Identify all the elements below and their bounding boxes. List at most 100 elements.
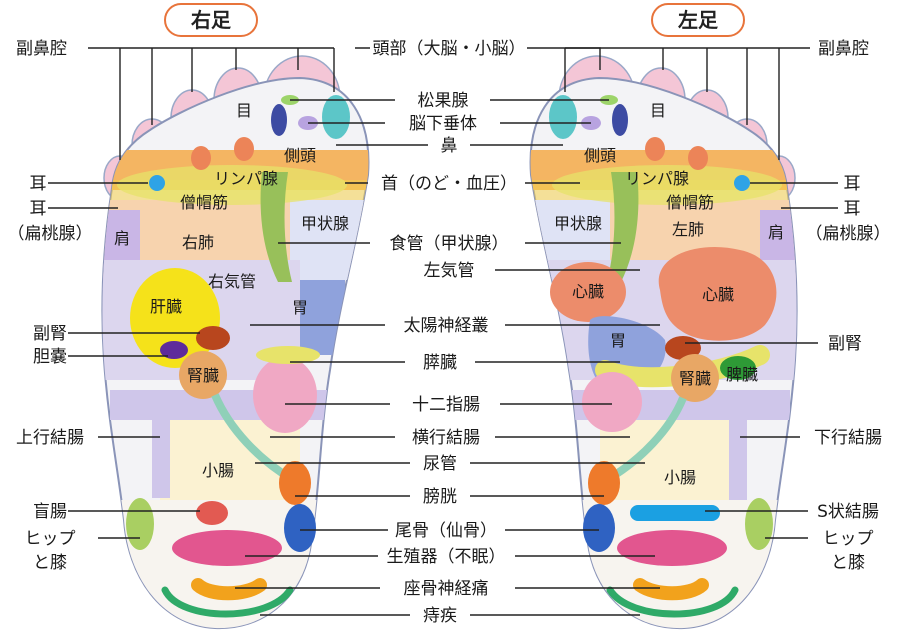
- right-lymph-band: [117, 165, 347, 205]
- label-l-small-intestine: 小腸: [664, 468, 696, 487]
- left-heart-small: [550, 262, 626, 322]
- label-coccyx: 尾骨（仙骨）: [395, 521, 497, 541]
- right-gallbladder: [160, 341, 188, 359]
- label-l-lymph: リンパ腺: [625, 169, 689, 188]
- left-descending-colon: [729, 400, 747, 500]
- label-l-ear2: 耳: [844, 199, 861, 219]
- label-l-heart-small: 心臓: [572, 282, 604, 301]
- right-coccyx: [284, 504, 316, 552]
- left-coccyx: [583, 504, 615, 552]
- label-r-lung: 右肺: [182, 233, 214, 252]
- label-ureter: 尿管: [423, 454, 457, 474]
- right-sinus-teal: [322, 95, 350, 139]
- label-r-adrenal: 副腎: [33, 324, 67, 344]
- label-r-temple: 側頭: [284, 146, 316, 165]
- label-solar-plexus: 太陽神経叢: [404, 316, 489, 336]
- left-eye-dot-1: [688, 146, 708, 170]
- right-temple-blue: [271, 104, 287, 136]
- label-l-temple: 側頭: [584, 146, 616, 165]
- label-neck: 首（のど・血圧）: [381, 174, 517, 194]
- label-l-stomach: 胃: [610, 331, 626, 350]
- label-r-small-intestine: 小腸: [202, 461, 234, 480]
- label-l-shoulder: 肩: [768, 223, 784, 242]
- right-cecum: [196, 501, 228, 525]
- left-sinus-teal: [549, 95, 577, 139]
- label-r-lymph: リンパ腺: [214, 169, 278, 188]
- left-temple-blue: [612, 104, 628, 136]
- label-l-spleen: 脾臓: [726, 365, 758, 384]
- label-l-ear: 耳: [844, 174, 861, 194]
- right-pancreas: [256, 346, 320, 364]
- left-genitals: [617, 530, 727, 566]
- label-l-sinus: 副鼻腔: [818, 39, 869, 59]
- label-r-tonsil: （扁桃腺）: [8, 224, 93, 244]
- label-l-lung: 左肺: [672, 220, 704, 239]
- label-l-descending-colon: 下行結腸: [814, 428, 882, 448]
- label-esophagus: 食管（甲状腺）: [390, 234, 509, 254]
- right-foot-title: 右足: [191, 8, 232, 32]
- label-r-hip1: ヒップ: [25, 529, 76, 549]
- left-outer-labels: 副鼻腔 耳 耳 （扁桃腺） 副腎 下行結腸 S状結腸 ヒップ と膝: [806, 39, 891, 573]
- label-l-eye: 目: [650, 101, 666, 120]
- left-ear-dot: [734, 175, 750, 191]
- left-inner-labels: 目 側頭 リンパ腺 僧帽筋 肩 左肺 甲状腺 心臓 心臓 胃 腎臓 脾臓 小腸: [554, 101, 784, 487]
- right-hemorrhoids: [161, 586, 294, 618]
- left-duodenum: [582, 372, 642, 432]
- left-hemorrhoids: [606, 586, 739, 618]
- right-outer-labels: 副鼻腔 耳 耳 （扁桃腺） 副腎 胆嚢 上行結腸 盲腸 ヒップ と膝: [8, 39, 93, 573]
- label-pancreas: 膵臓: [423, 353, 457, 373]
- left-ureter: [607, 396, 687, 482]
- label-transverse-colon: 横行結腸: [412, 428, 480, 448]
- right-ureter: [211, 393, 293, 482]
- label-r-thyroid: 甲状腺: [301, 214, 349, 233]
- label-genitals: 生殖器（不眠）: [387, 547, 506, 567]
- label-pineal: 松果腺: [418, 91, 469, 111]
- left-eye-dot-2: [645, 137, 665, 161]
- right-adrenal: [196, 326, 230, 350]
- right-ear-dot: [149, 175, 165, 191]
- right-inner-labels: 目 側頭 リンパ腺 僧帽筋 肩 右肺 甲状腺 右気管 肝臓 胃 腎臓 小腸: [114, 101, 349, 480]
- right-hip: [126, 498, 154, 550]
- right-kidney: [179, 351, 227, 399]
- label-l-hip1: ヒップ: [823, 529, 874, 549]
- label-r-bronchus: 右気管: [208, 272, 256, 291]
- label-l-kidney: 腎臓: [679, 369, 711, 388]
- label-r-kidney: 腎臓: [187, 366, 219, 385]
- left-foot-title-box: [651, 3, 745, 37]
- right-duodenum: [253, 357, 317, 433]
- label-nose: 鼻: [441, 136, 458, 156]
- label-r-trapezius: 僧帽筋: [180, 193, 228, 212]
- label-sciatic: 座骨神経痛: [404, 579, 489, 599]
- label-l-hip2: と膝: [831, 553, 865, 573]
- left-lymph-band: [552, 165, 782, 205]
- center-labels: 頭部（大脳・小脳） 松果腺 脳下垂体 鼻 首（のど・血圧） 食管（甲状腺） 左気…: [373, 39, 526, 626]
- right-thyroid: [260, 172, 292, 282]
- label-r-ascending-colon: 上行結腸: [16, 428, 84, 448]
- label-l-thyroid: 甲状腺: [554, 214, 602, 233]
- label-bladder: 膀胱: [423, 487, 457, 507]
- left-heart: [658, 246, 777, 341]
- label-r-ear2: 耳: [30, 199, 47, 219]
- left-foot: [529, 55, 798, 630]
- right-ascending-colon: [152, 398, 170, 498]
- left-kidney: [671, 354, 719, 402]
- right-bladder: [279, 461, 311, 505]
- label-l-adrenal: 副腎: [828, 334, 862, 354]
- right-foot-title-box: [164, 3, 258, 37]
- left-sigmoid-colon: [630, 505, 720, 521]
- label-r-eye: 目: [236, 101, 252, 120]
- label-r-sinus: 副鼻腔: [16, 39, 67, 59]
- label-duodenum: 十二指腸: [412, 395, 480, 415]
- right-eye-dot-2: [234, 137, 254, 161]
- label-r-ear: 耳: [30, 174, 47, 194]
- label-l-sigmoid-colon: S状結腸: [817, 502, 879, 522]
- label-head: 頭部（大脳・小脳）: [373, 39, 526, 59]
- label-l-trapezius: 僧帽筋: [666, 193, 714, 212]
- label-r-stomach: 胃: [292, 298, 308, 317]
- label-r-shoulder: 肩: [114, 229, 130, 248]
- label-l-tonsil: （扁桃腺）: [806, 224, 891, 244]
- right-liver: [130, 268, 220, 368]
- leader-lines: [48, 47, 838, 616]
